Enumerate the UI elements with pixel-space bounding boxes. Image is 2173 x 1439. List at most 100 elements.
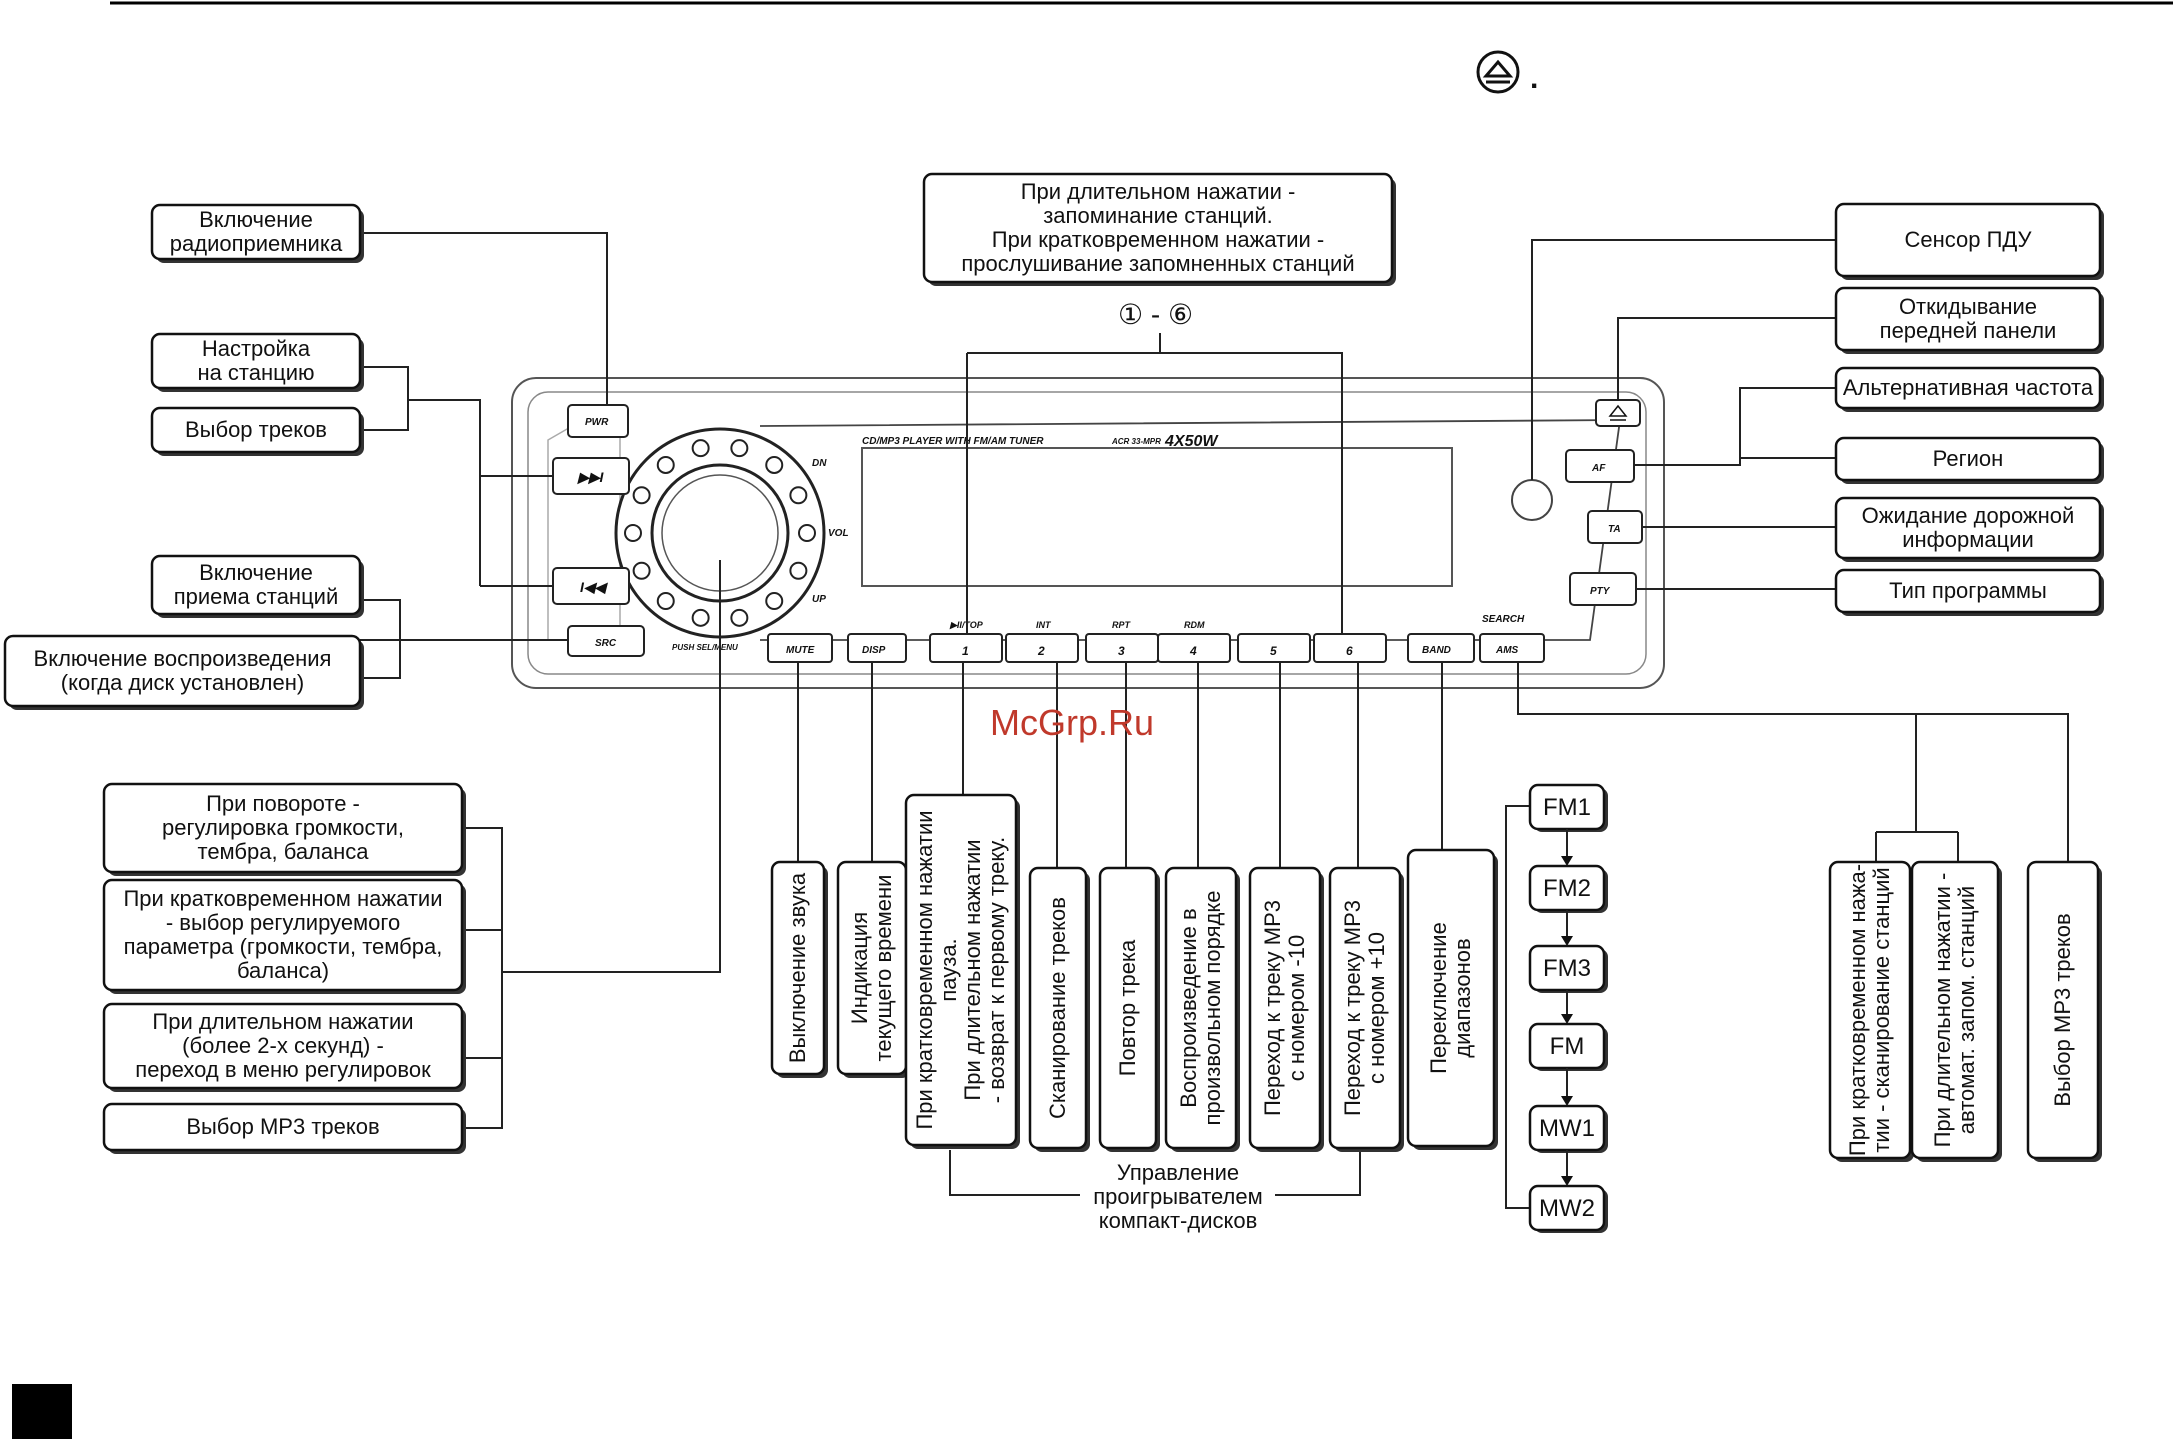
panel-release-label-line: Откидывание xyxy=(1899,294,2037,319)
mute-vertical-label: Выключение звука xyxy=(770,860,828,1078)
svg-text:6: 6 xyxy=(1346,644,1353,658)
svg-text:5: 5 xyxy=(1270,644,1277,658)
leader-lines xyxy=(360,232,2069,1214)
scan-vertical-label: Сканирование треков xyxy=(1028,866,1090,1152)
rotate-label: При повороте -регулировка громкости,темб… xyxy=(102,782,466,876)
preset-buttons: 1 2 3 4 5 6 xyxy=(929,633,1387,663)
mp3-select-right-vertical-label: Выбор МР3 треков xyxy=(2026,860,2102,1162)
presets-label-line: При кратковременном нажатии - xyxy=(992,227,1324,252)
preset-1-button[interactable]: 1 xyxy=(929,633,1003,663)
band-button[interactable]: BAND xyxy=(1407,633,1475,663)
scan-stations-vertical-label-line: тии - сканирование станций xyxy=(1869,867,1894,1152)
preset-2-button[interactable]: 2 xyxy=(1005,633,1079,663)
preset-3-button[interactable]: 3 xyxy=(1085,633,1159,663)
band-fm-box: FM xyxy=(1528,1022,1608,1071)
next-button[interactable]: ▶▶I xyxy=(552,457,630,495)
long-press-label: При длительном нажатии(более 2-х секунд)… xyxy=(102,1002,466,1092)
page-marker xyxy=(12,1384,72,1439)
eject-button[interactable] xyxy=(1595,399,1641,427)
knob-dn-label: DN xyxy=(812,458,827,469)
short-press-label-line: - выбор регулируемого xyxy=(166,910,400,935)
band-arrowhead xyxy=(1561,856,1573,866)
rotate-label-line: При повороте - xyxy=(206,791,360,816)
pause-vertical-label-line: пауза. xyxy=(936,938,961,1001)
mute-vertical-label-line: Выключение звука xyxy=(785,872,810,1063)
svg-text:▶▶I: ▶▶I xyxy=(577,469,605,485)
svg-text:AMS: AMS xyxy=(1495,645,1519,656)
rdm-label: RDM xyxy=(1184,620,1205,630)
pwr-button[interactable]: PWR xyxy=(567,404,629,438)
band-label: FM2 xyxy=(1543,875,1591,902)
plus10-vertical-label-line: с номером +10 xyxy=(1364,932,1389,1084)
power-text: 4X50W xyxy=(1164,433,1219,450)
auto-store-vertical-label: При длительном нажатии -автомат. запом. … xyxy=(1910,860,2002,1162)
knob-dot xyxy=(691,608,710,627)
scan-stations-vertical-label: При кратковременном нажа-тии - сканирова… xyxy=(1828,860,1914,1162)
knob-dot xyxy=(765,592,784,611)
band-label: MW1 xyxy=(1539,1115,1595,1142)
svg-text:3: 3 xyxy=(1118,644,1125,658)
presets-label-line: При длительном нажатии - xyxy=(1021,179,1296,204)
prev-button[interactable]: I◀◀ xyxy=(552,567,630,605)
mp3-select-left-label-line: Выбор МР3 треков xyxy=(186,1114,379,1139)
svg-text:AF: AF xyxy=(1591,463,1606,474)
track-select-label-line: Выбор треков xyxy=(185,417,327,442)
traffic-label-line: информации xyxy=(1902,527,2034,552)
knob-dot xyxy=(730,608,749,627)
knob-dot xyxy=(765,455,784,474)
band-label: MW2 xyxy=(1539,1195,1595,1222)
knob-dot xyxy=(632,486,651,505)
af-button[interactable]: AF xyxy=(1565,449,1635,483)
svg-text:4: 4 xyxy=(1189,644,1197,658)
time-vertical-label-line: текущего времени xyxy=(871,875,896,1062)
knob-dot xyxy=(789,561,808,580)
station-rx-label-line: приема станций xyxy=(174,584,339,609)
program-type-label: Тип программы xyxy=(1834,568,2104,616)
time-vertical-label-line: Индикация xyxy=(847,912,872,1024)
cd-control-label: проигрывателем xyxy=(1093,1184,1262,1209)
ta-button[interactable]: TA xyxy=(1587,510,1643,544)
pty-button[interactable]: PTY xyxy=(1569,572,1637,606)
knob-up-label: UP xyxy=(812,594,826,605)
auto-store-vertical-label-line: автомат. запом. станций xyxy=(1954,886,1979,1134)
band-arrowhead xyxy=(1561,1096,1573,1106)
band-mw1-box: MW1 xyxy=(1528,1104,1608,1153)
volume-knob[interactable]: DN VOL UP PUSH SEL/MENU xyxy=(614,427,849,652)
svg-text:PTY: PTY xyxy=(1590,586,1611,597)
svg-text:BAND: BAND xyxy=(1422,645,1451,656)
random-vertical-label-line: Воспроизведение в xyxy=(1176,908,1201,1107)
disp-button[interactable]: DISP xyxy=(847,633,907,663)
eject-icon xyxy=(1476,50,1520,94)
long-press-label-line: переход в меню регулировок xyxy=(135,1057,431,1082)
svg-text:MUTE: MUTE xyxy=(786,645,815,656)
mute-button[interactable]: MUTE xyxy=(767,633,833,663)
cd-control-label: Управление xyxy=(1117,1160,1239,1185)
knob-dot xyxy=(656,455,675,474)
ams-button[interactable]: AMS xyxy=(1479,633,1545,663)
preset-6-button[interactable]: 6 xyxy=(1313,633,1387,663)
program-type-label-line: Тип программы xyxy=(1889,578,2047,603)
preset-5-button[interactable]: 5 xyxy=(1237,633,1311,663)
band-mw2-box: MW2 xyxy=(1528,1184,1608,1233)
knob-dot xyxy=(691,439,710,458)
src-button[interactable]: SRC xyxy=(567,625,645,657)
band-fm3-box: FM3 xyxy=(1528,944,1608,993)
track-select-label: Выбор треков xyxy=(150,406,364,456)
knob-dot xyxy=(730,439,749,458)
svg-text:SRC: SRC xyxy=(595,638,617,649)
knob-dot xyxy=(632,561,651,580)
remote-sensor-label: Сенсор ПДУ xyxy=(1834,202,2104,280)
band-label: FM1 xyxy=(1543,794,1591,821)
pause-vertical-label-line: При длительном нажатии xyxy=(960,839,985,1100)
preset-4-button[interactable]: 4 xyxy=(1157,633,1231,663)
play-on-label-line: (когда диск установлен) xyxy=(61,670,304,695)
remote-sensor xyxy=(1511,479,1553,521)
band-label: FM xyxy=(1550,1033,1585,1060)
presets-label: При длительном нажатии -запоминание стан… xyxy=(922,172,1396,286)
